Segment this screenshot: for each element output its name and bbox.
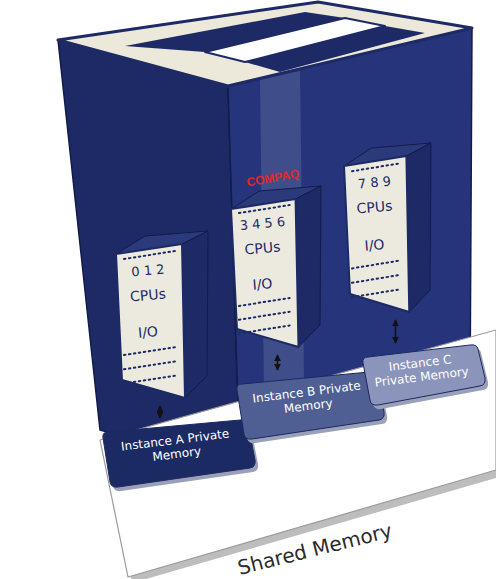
tower-outline [338, 140, 433, 320]
vent-dots [124, 347, 176, 355]
vent-dots [352, 275, 401, 283]
tower-side-face [296, 186, 321, 347]
private-memory: Instance C Private Memory [358, 343, 488, 408]
tower-front-panel [231, 199, 299, 347]
vent-dots [352, 163, 401, 171]
tower-top-face [58, 2, 472, 86]
shared-memory: Shared MemoryInstance A Private MemoryIn… [95, 330, 496, 579]
memory-box [103, 420, 255, 487]
tower-side-face [58, 40, 240, 470]
tower-outline [110, 228, 210, 406]
vent-dots [124, 361, 176, 369]
memory-link-arrow [277, 355, 279, 370]
vent-dots [124, 251, 176, 259]
tower-front-panel [344, 156, 409, 312]
tower-side-face [182, 231, 208, 398]
vent-dots [352, 260, 401, 268]
vent-dots [239, 205, 290, 213]
partition-tower: 3 4 5 6CPUsI/O [225, 183, 323, 355]
memory-box [363, 345, 485, 405]
partition-tower: 0 1 2CPUsI/O [110, 228, 210, 406]
private-memory: Instance A Private Memory [98, 418, 258, 490]
shared-memory-slab [100, 330, 496, 577]
memory-box [237, 372, 384, 439]
private-memory: Instance B Private Memory [232, 370, 387, 442]
vent-dots [352, 289, 401, 297]
tower-side-face [406, 143, 431, 312]
vent-dots [239, 312, 290, 320]
vent-dots [239, 298, 290, 306]
tower-outline [225, 183, 323, 355]
memory-link-arrow [159, 406, 161, 418]
tower-top-stripe [245, 26, 425, 72]
vent-dots [124, 376, 176, 384]
partition-tower: 7 8 9CPUsI/O [338, 140, 433, 320]
memory-link-arrow [395, 320, 397, 343]
vent-dots [239, 325, 290, 333]
tower-front-panel [116, 244, 185, 398]
